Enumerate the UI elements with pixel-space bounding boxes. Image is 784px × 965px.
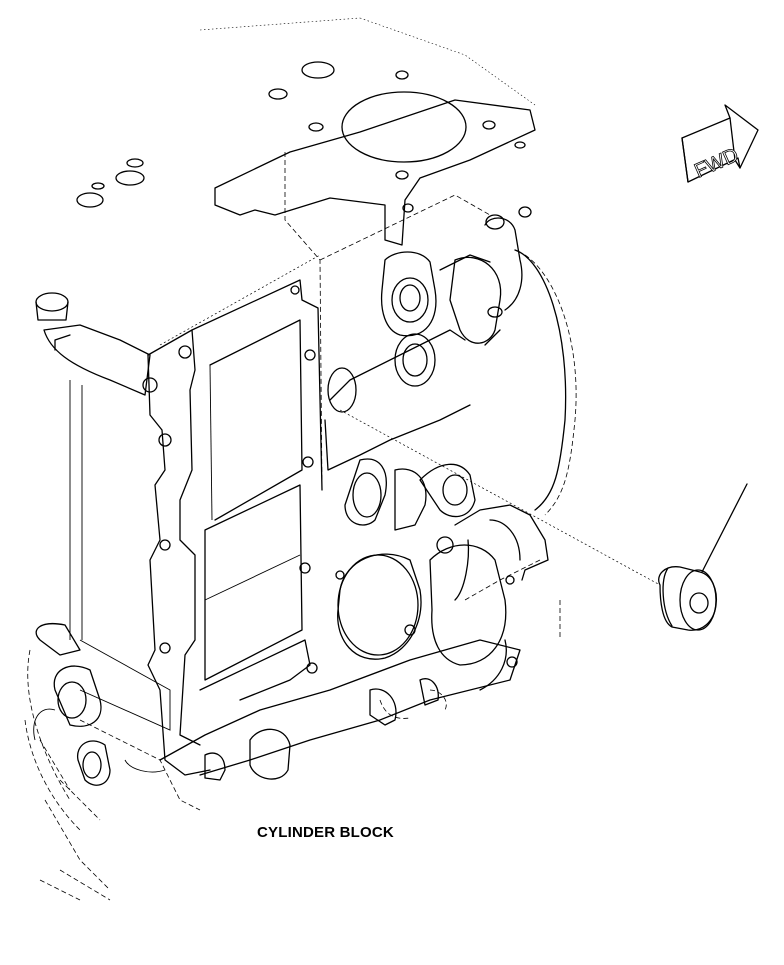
cylinder-block — [24, 17, 577, 901]
callout-leader-line — [701, 483, 748, 573]
fwd-label: FWD — [691, 144, 742, 183]
assembly-centerline — [339, 409, 661, 586]
expansion-plug — [658, 566, 718, 631]
forward-direction-arrow-icon: FWD — [681, 104, 759, 183]
cylinder-block-caption: CYLINDER BLOCK — [257, 824, 394, 841]
